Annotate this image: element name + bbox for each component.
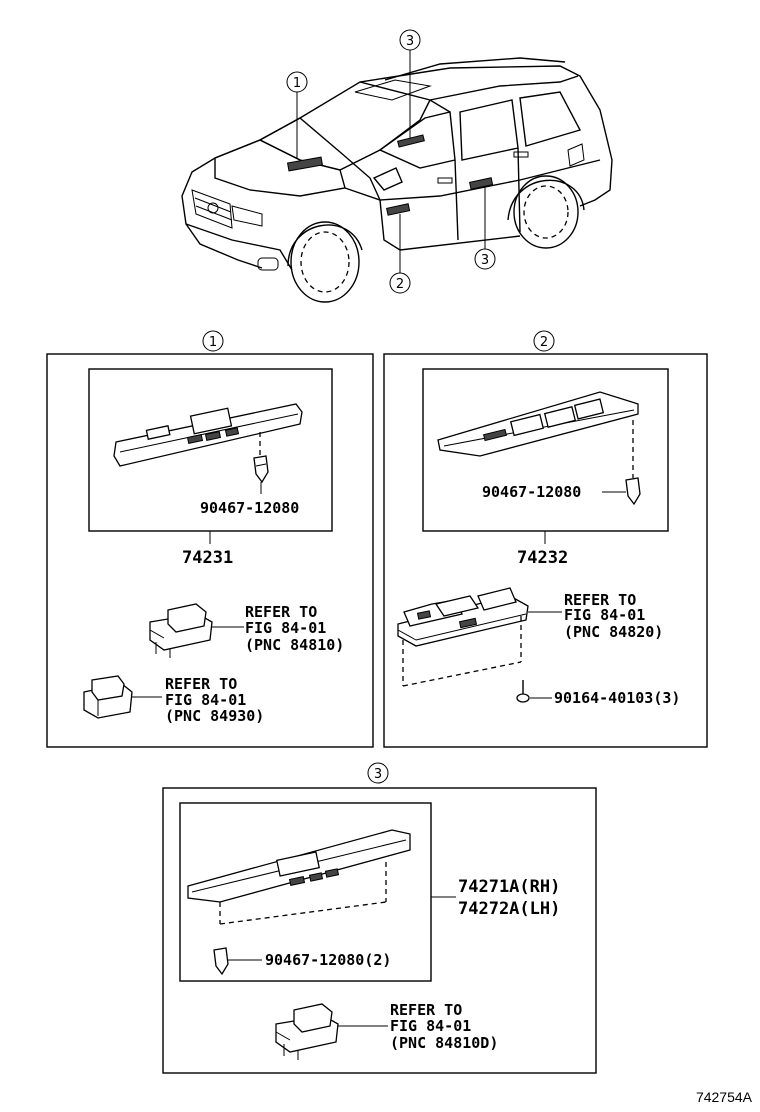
group-3-frame <box>162 787 597 1074</box>
switch1-ref-line1: REFER TO <box>245 603 317 621</box>
switch-ref-line3: (PNC 84820) <box>564 623 663 641</box>
switch2-ref-line1: REFER TO <box>165 675 237 693</box>
switch-84930 <box>83 675 133 719</box>
group-3-inner-frame <box>179 802 432 982</box>
clip-label: 90467-12080 <box>482 483 581 501</box>
callout-3-top <box>399 29 421 51</box>
clip-90467-12080 <box>253 455 269 484</box>
switch-ref-line1: REFER TO <box>390 1001 462 1019</box>
group-3: 3 90467-12080(2) 74271A(RH) 74272A(LH) <box>162 762 597 1074</box>
switch-84810 <box>149 603 213 658</box>
switch-ref-line2: FIG 84-01 <box>390 1017 471 1035</box>
group-1-marker <box>202 330 224 352</box>
switch-ref-line3: (PNC 84810D) <box>390 1034 498 1052</box>
group-3-marker <box>367 762 389 784</box>
callout-1-top-label: 1 <box>293 76 301 91</box>
switch1-ref-line2: FIG 84-01 <box>245 619 326 637</box>
clip-90467-12080 <box>625 477 641 506</box>
switch-84820 <box>397 587 529 647</box>
clip-label: 90467-12080 <box>200 499 299 517</box>
switch2-ref-line2: FIG 84-01 <box>165 691 246 709</box>
group-2-marker-label: 2 <box>540 335 548 350</box>
part-number-74271A: 74271A(RH) <box>458 877 560 897</box>
door-panel-74232 <box>437 391 639 457</box>
callout-2-car-label: 2 <box>396 277 404 292</box>
clip-label: 90467-12080(2) <box>265 951 391 969</box>
switch1-ref-line3: (PNC 84810) <box>245 636 344 654</box>
callout-2-car <box>389 272 411 294</box>
switch-ref-line1: REFER TO <box>564 591 636 609</box>
switch2-ref-line3: (PNC 84930) <box>165 707 264 725</box>
screw-90164-40103 <box>516 680 530 703</box>
figure-id: 742754A <box>696 1089 753 1105</box>
callout-1-top <box>286 71 308 93</box>
switch-ref-line2: FIG 84-01 <box>564 606 645 624</box>
group-1: 1 90467-12080 74231 <box>46 330 374 748</box>
group-2-marker <box>533 330 555 352</box>
screw-label: 90164-40103(3) <box>554 689 680 707</box>
group-2: 2 90467-12080 74232 <box>383 330 708 748</box>
group-2-frame <box>383 353 708 748</box>
vehicle-callouts: 1 3 2 3 <box>286 29 496 294</box>
door-panel-74271A <box>187 829 411 903</box>
door-panel-74231 <box>113 403 303 467</box>
callout-3-top-label: 3 <box>406 34 414 49</box>
group-1-marker-label: 1 <box>209 335 217 350</box>
part-number-74272A: 74272A(LH) <box>458 899 560 919</box>
callout-3-car-label: 3 <box>481 253 489 268</box>
clip-90467-12080 <box>213 947 229 976</box>
group-1-frame <box>46 353 374 748</box>
vehicle-illustration <box>181 57 613 303</box>
part-number-74231: 74231 <box>182 548 233 568</box>
group-3-marker-label: 3 <box>374 767 382 782</box>
callout-3-car <box>474 248 496 270</box>
part-number-74232: 74232 <box>517 548 568 568</box>
switch-84810D <box>275 1003 339 1060</box>
